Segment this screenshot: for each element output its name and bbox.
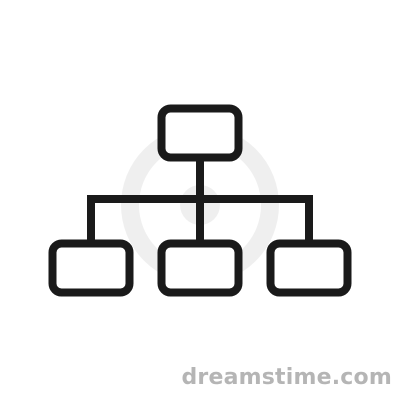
node-bottom-right — [266, 239, 352, 297]
node-bottom-left — [48, 239, 134, 297]
node-top — [157, 104, 243, 162]
node-bottom-center — [157, 239, 243, 297]
